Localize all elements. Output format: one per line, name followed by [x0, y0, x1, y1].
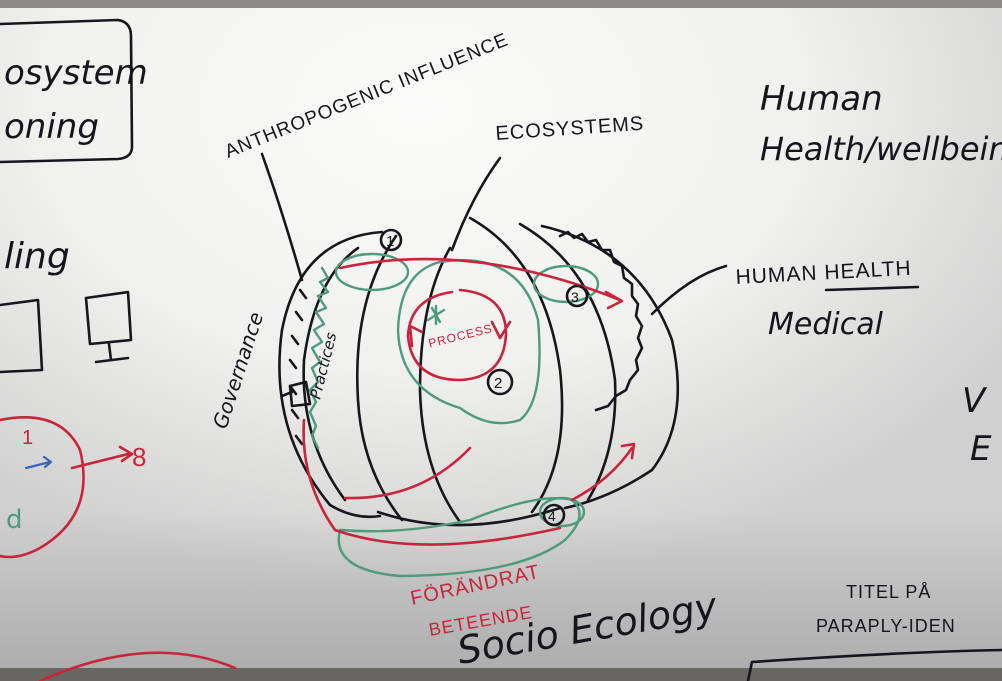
- marker-2-number: 2: [494, 375, 503, 392]
- label-medical: Medical: [768, 307, 884, 342]
- marker-1-number: 1: [386, 233, 395, 250]
- label-modelling: ling: [4, 236, 70, 277]
- label-paraply: PARAPLY-IDEN: [816, 616, 956, 636]
- label-v: V: [962, 381, 988, 421]
- label-ecosystem-2: oning: [4, 107, 99, 147]
- label-health-wellbeing: Health/wellbeing: [760, 130, 1002, 168]
- marker-4-number: 4: [548, 508, 557, 524]
- label-ecosystem-1: osystem: [4, 53, 148, 93]
- label-human: Human: [760, 79, 883, 119]
- left-number-8: 8: [132, 442, 147, 472]
- label-e: E: [970, 429, 992, 469]
- label-titel: TITEL PÅ: [846, 582, 931, 602]
- left-letter-d: d: [6, 505, 23, 535]
- marker-3-number: 3: [571, 289, 580, 305]
- left-number-1: 1: [22, 427, 34, 449]
